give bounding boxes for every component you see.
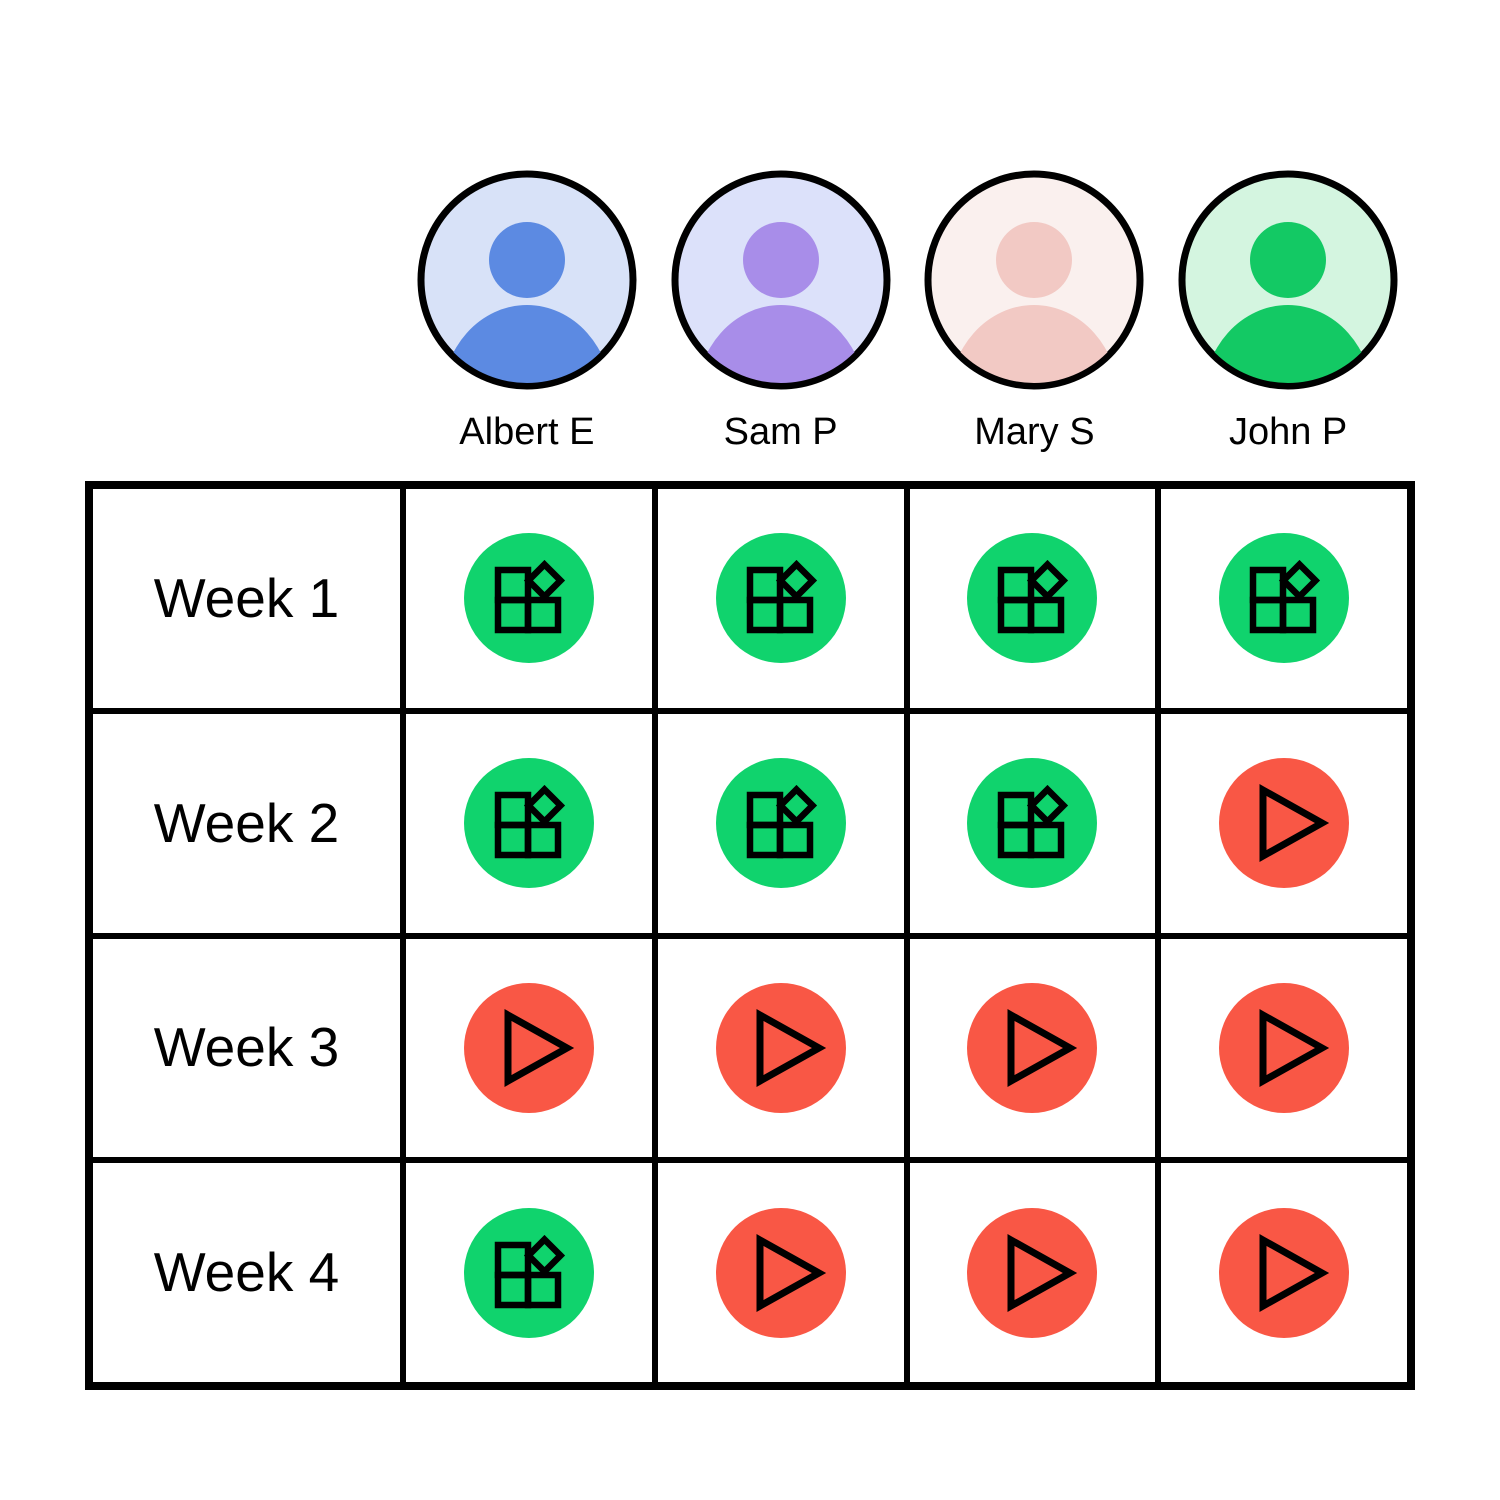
avatar-albert-e-icon[interactable] — [417, 170, 637, 390]
blocks-icon — [463, 758, 594, 889]
week-4-label: Week 4 — [93, 1163, 400, 1382]
play-icon — [1219, 982, 1350, 1113]
person-sam-p: Sam P — [671, 170, 891, 454]
status-cell-week4-sam[interactable] — [657, 1163, 904, 1382]
blocks-icon — [715, 533, 846, 664]
person-mary-s: Mary S — [924, 170, 1144, 454]
person-name: John P — [1228, 411, 1348, 453]
play-icon — [463, 982, 594, 1113]
status-cell-week1-sam[interactable] — [657, 489, 904, 708]
person-name: Sam P — [723, 411, 838, 453]
person-name: Mary S — [974, 411, 1095, 453]
person-name: Albert E — [459, 411, 595, 453]
status-cell-week1-mary[interactable] — [909, 489, 1156, 708]
week-2-label: Week 2 — [93, 713, 400, 933]
status-cell-week4-john[interactable] — [1161, 1163, 1407, 1382]
blocks-icon — [1219, 533, 1350, 664]
person-silhouette-icon — [949, 222, 1120, 383]
status-cell-week1-albert[interactable] — [406, 489, 652, 708]
status-cell-week3-john[interactable] — [1161, 938, 1407, 1158]
status-cell-week4-albert[interactable] — [406, 1163, 652, 1382]
play-icon — [1219, 1207, 1350, 1338]
avatar-john-p-icon[interactable] — [1178, 170, 1398, 390]
avatar-sam-p-icon[interactable] — [671, 170, 891, 390]
week-1-label: Week 1 — [93, 489, 400, 708]
status-cell-week3-mary[interactable] — [909, 938, 1156, 1158]
play-icon — [715, 1207, 846, 1338]
people-header: Albert E Sam P Mary S — [400, 170, 1415, 454]
blocks-icon — [967, 533, 1098, 664]
blocks-icon — [967, 758, 1098, 889]
blocks-icon — [715, 758, 846, 889]
play-icon — [967, 982, 1098, 1113]
play-icon — [715, 982, 846, 1113]
status-cell-week4-mary[interactable] — [909, 1163, 1156, 1382]
play-icon — [967, 1207, 1098, 1338]
status-cell-week2-john[interactable] — [1161, 713, 1407, 933]
person-albert-e: Albert E — [417, 170, 637, 454]
status-cell-week3-sam[interactable] — [657, 938, 904, 1158]
status-cell-week2-mary[interactable] — [909, 713, 1156, 933]
person-john-p: John P — [1178, 170, 1398, 454]
play-icon — [1219, 758, 1350, 889]
status-cell-week2-albert[interactable] — [406, 713, 652, 933]
avatar-mary-s-icon[interactable] — [924, 170, 1144, 390]
status-cell-week2-sam[interactable] — [657, 713, 904, 933]
status-table: Week 1 — [85, 481, 1415, 1390]
person-silhouette-icon — [441, 222, 612, 383]
blocks-icon — [463, 533, 594, 664]
person-silhouette-icon — [695, 222, 866, 383]
person-silhouette-icon — [1203, 222, 1374, 383]
week-3-label: Week 3 — [93, 938, 400, 1158]
status-cell-week3-albert[interactable] — [406, 938, 652, 1158]
blocks-icon — [463, 1207, 594, 1338]
status-cell-week1-john[interactable] — [1161, 489, 1407, 708]
